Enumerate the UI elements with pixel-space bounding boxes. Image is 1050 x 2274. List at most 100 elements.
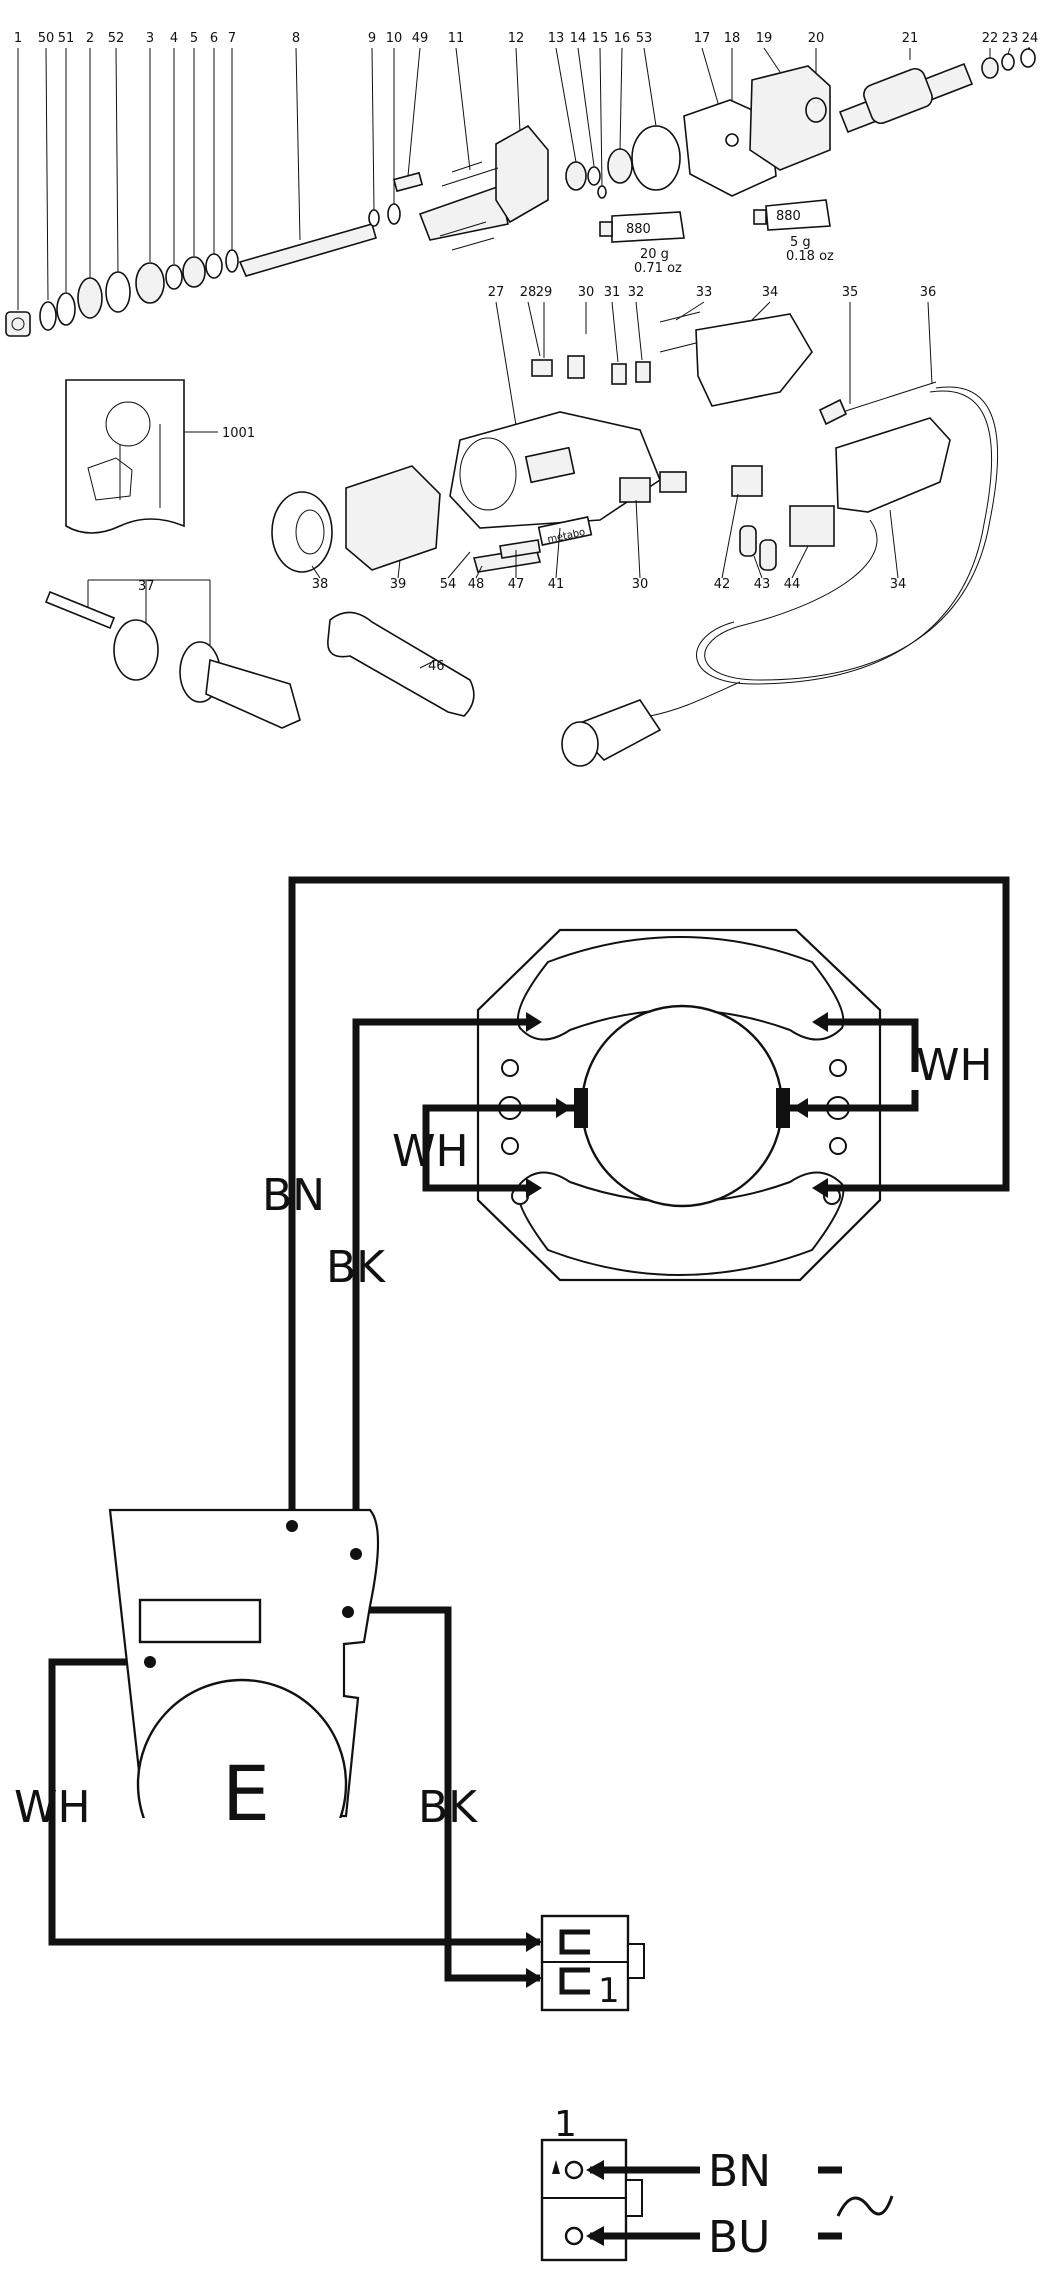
callout-34: 34 [890,577,907,592]
supply-up-arrow [552,2160,560,2174]
part-23-ring [1001,53,1015,71]
wire-wh-switch [48,1658,540,1946]
part-18-bearing [725,133,739,147]
part-24-cap [1020,48,1036,68]
part-34-handle [835,417,951,513]
label-wh-right: WH [916,1040,993,1091]
part-28-holder [567,355,585,379]
leader-17 [701,47,721,111]
grease-tube-small-cap [753,209,767,225]
part-5-bearing [182,256,206,288]
callout-19: 19 [756,31,773,46]
part-4-washer [165,264,183,290]
part-1-nut [5,311,31,337]
part-8-spindle [238,223,377,277]
grease-small-label: 880 [776,209,801,224]
part-49-plate [392,171,424,193]
leader-38 [311,565,321,579]
wrench-46: 46 [327,611,475,717]
part-43-capacitor-b [759,539,777,571]
callout-44: 44 [784,577,801,592]
stator-hole-r3 [829,1137,847,1155]
part-41-brand-plate [537,516,593,546]
callout-52: 52 [108,31,125,46]
wire-wh-left [422,1104,574,1192]
leader-48 [475,565,483,579]
wire-wh-right-top [818,1018,919,1072]
callout-38: 38 [312,577,329,592]
leader-19 [763,47,781,73]
stator-hole-l3 [501,1137,519,1155]
leader-44 [791,545,809,579]
grease-tube-large-cap [599,221,613,237]
part-32-clip [635,361,651,383]
part-37-bolt [44,590,116,630]
callout-49: 49 [412,31,429,46]
leader-32 [635,301,643,361]
leader-15 [599,47,603,187]
part-33-screw-a [659,311,701,323]
wire-bk-switch [350,1606,540,1982]
wire-wh-right-brush [776,1090,919,1112]
callout-43: 43 [754,577,771,592]
motor-assembly: metabo [271,311,951,573]
part-27-label [524,446,576,484]
part-51-circlip [56,292,76,326]
leader-49 [407,47,421,177]
callout-2: 2 [86,31,94,46]
inset-1001-ring [105,401,151,447]
leader-41 [555,527,561,579]
callout-12: 12 [508,31,525,46]
part-21-armature-core [863,67,933,125]
grease-tube-small: 880 5 g 0.18 oz [753,199,834,264]
switch-contact-lower [559,1967,590,1995]
grease-large-weight-oz: 0.71 oz [634,261,682,276]
leader-53 [643,47,657,127]
callout-32: 32 [628,285,645,300]
part-50-ring [39,301,57,331]
callout-17: 17 [694,31,711,46]
grease-tube-large: 880 20 g 0.71 oz [599,211,685,276]
arrow-wh-brush-right [792,1098,808,1118]
callout-39: 39 [390,577,407,592]
callout-6: 6 [210,31,218,46]
callout-22: 22 [982,31,999,46]
label-bk-switch: BK [418,1782,478,1833]
callout-37: 37 [138,579,155,594]
part-1-hole [11,317,25,331]
wiring-diagram: BN BK WH WH WH BK E 1 [14,876,1010,2263]
grease-small-weight-oz: 0.18 oz [786,249,834,264]
label-supply-bn: BN [708,2146,771,2197]
callout-33: 33 [696,285,713,300]
part-33-screw-b [659,341,701,353]
callout-5: 5 [190,31,198,46]
callout-48: 48 [468,577,485,592]
label-wh-switch: WH [14,1782,91,1833]
leader-43 [753,555,763,579]
callout-41: 41 [548,577,565,592]
leader-16 [619,47,623,151]
inset-1001-frame [65,379,185,534]
arrow-bk-top-left [526,1012,542,1032]
wires [48,876,1010,1982]
callout-11: 11 [448,31,465,46]
wire-labels: BN BK WH WH WH BK [14,1040,993,1833]
part-30-brush-holder [619,477,651,503]
leader-9 [371,47,375,211]
part-10-washer [387,203,401,225]
part-30-terminal [659,471,687,493]
part-47-plate [499,539,541,559]
callout-1: 1 [14,31,22,46]
callout-46: 46 [428,659,445,674]
callout-15: 15 [592,31,609,46]
part-14-washer [587,166,601,186]
arrow-wh-bottom-left [526,1178,542,1198]
armature-bore [580,1004,784,1208]
part-29-brush [531,359,553,377]
supply-terminal-upper [564,2160,584,2180]
switch-block: 1 [526,1914,645,2012]
callout-46-leader [419,659,437,669]
